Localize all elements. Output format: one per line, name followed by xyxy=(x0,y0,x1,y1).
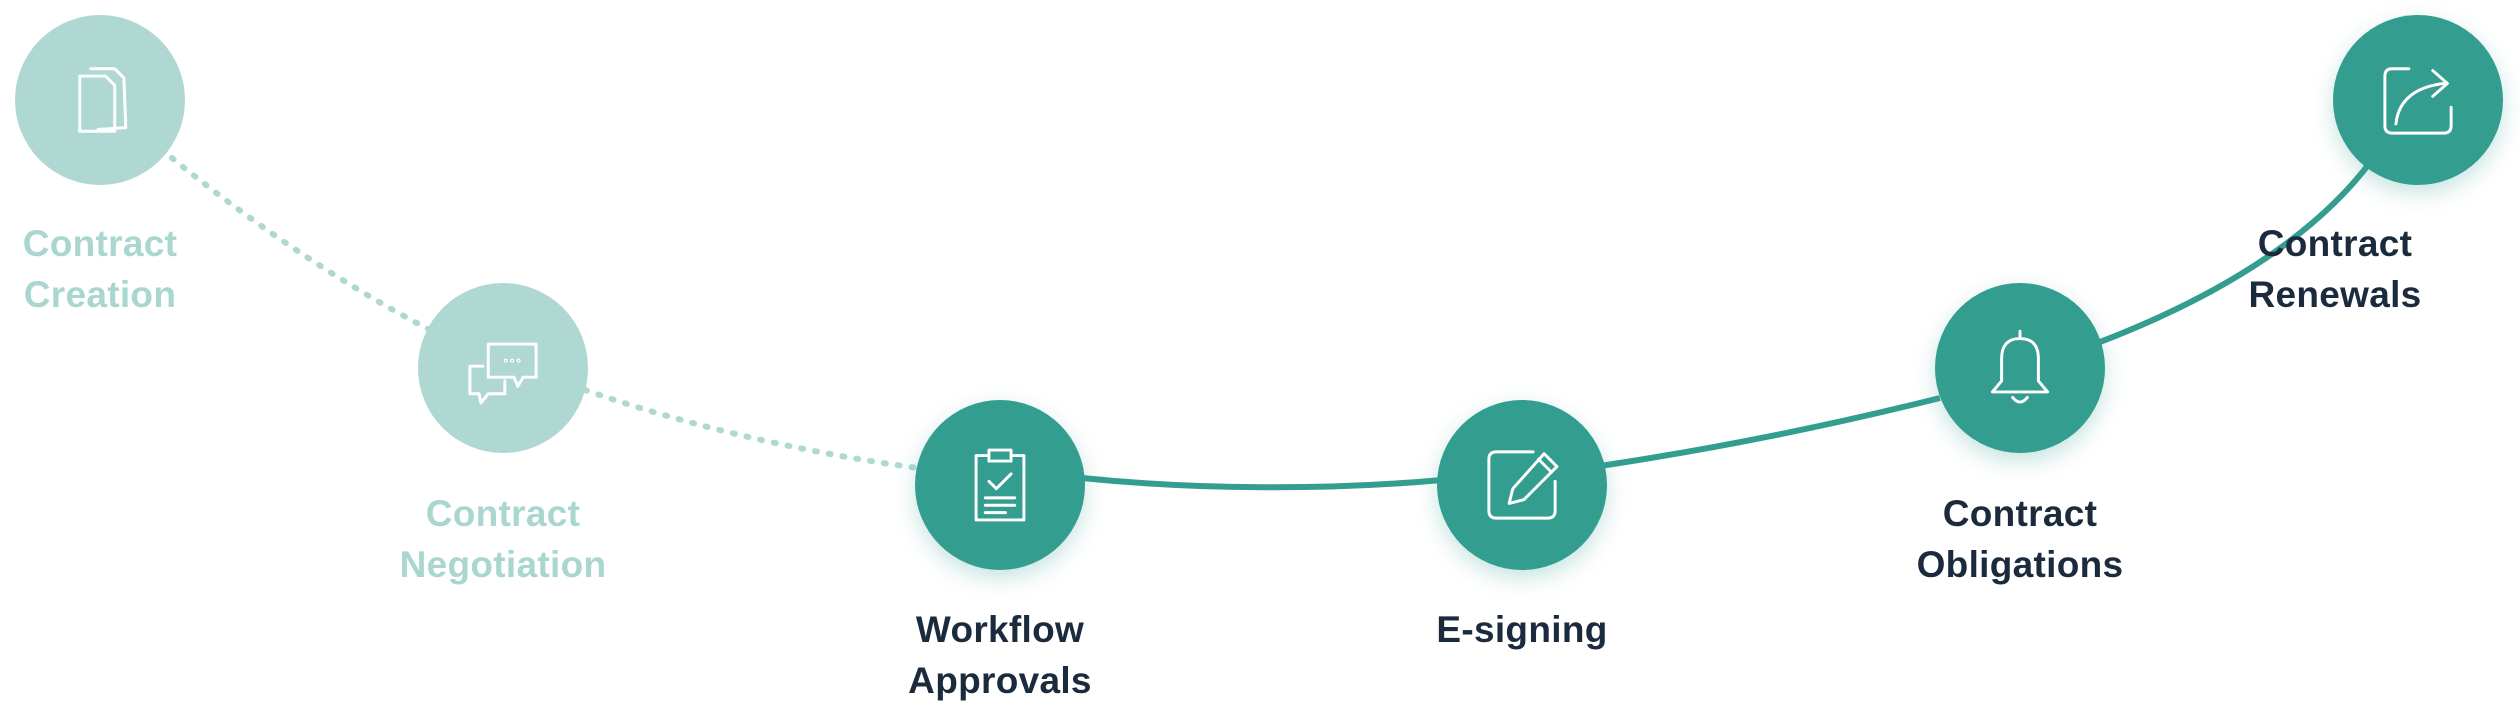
solid-connector-approvals-esigning xyxy=(1081,475,1443,491)
step-label-line: Negotiation xyxy=(399,544,607,585)
step-label-line: Obligations xyxy=(1916,544,2124,585)
step-label-contract-creation: Contract Creation xyxy=(0,218,280,320)
chat-bubbles-icon xyxy=(468,342,538,405)
step-node-contract-negotiation xyxy=(418,283,588,453)
step-label-line: Contract xyxy=(1942,493,2098,534)
step-label-contract-negotiation: Contract Negotiation xyxy=(323,488,683,590)
step-node-contract-obligations xyxy=(1935,283,2105,453)
step-label-line: Creation xyxy=(23,274,177,315)
pencil-edit-icon xyxy=(1487,450,1559,520)
step-label-line: Contract xyxy=(2257,223,2413,264)
solid-connector-esigning-obligations xyxy=(1599,395,1941,469)
documents-icon xyxy=(78,67,128,133)
step-label-workflow-approvals: Workflow Approvals xyxy=(820,604,1180,706)
step-node-e-signing xyxy=(1437,400,1607,570)
step-label-line: Renewals xyxy=(2248,274,2422,315)
clipboard-check-icon xyxy=(974,448,1026,522)
step-label-line: Contract xyxy=(425,493,581,534)
dotted-connector-creation-negotiation xyxy=(169,155,443,338)
step-label-contract-renewals: Contract Renewals xyxy=(2155,218,2515,320)
step-label-line: E-signing xyxy=(1436,609,1608,650)
solid-connector-obligations-renewals xyxy=(2098,158,2375,345)
share-arrow-icon xyxy=(2383,67,2453,135)
step-label-e-signing: E-signing xyxy=(1342,604,1702,655)
step-label-line: Contract xyxy=(22,223,178,264)
bell-icon xyxy=(1990,329,2050,404)
step-label-contract-obligations: Contract Obligations xyxy=(1840,488,2200,590)
step-label-line: Workflow xyxy=(915,609,1085,650)
step-node-contract-creation xyxy=(15,15,185,185)
step-label-line: Approvals xyxy=(908,660,1092,701)
step-node-contract-renewals xyxy=(2333,15,2503,185)
step-node-workflow-approvals xyxy=(915,400,1085,570)
dotted-connector-negotiation-approvals xyxy=(582,387,921,471)
